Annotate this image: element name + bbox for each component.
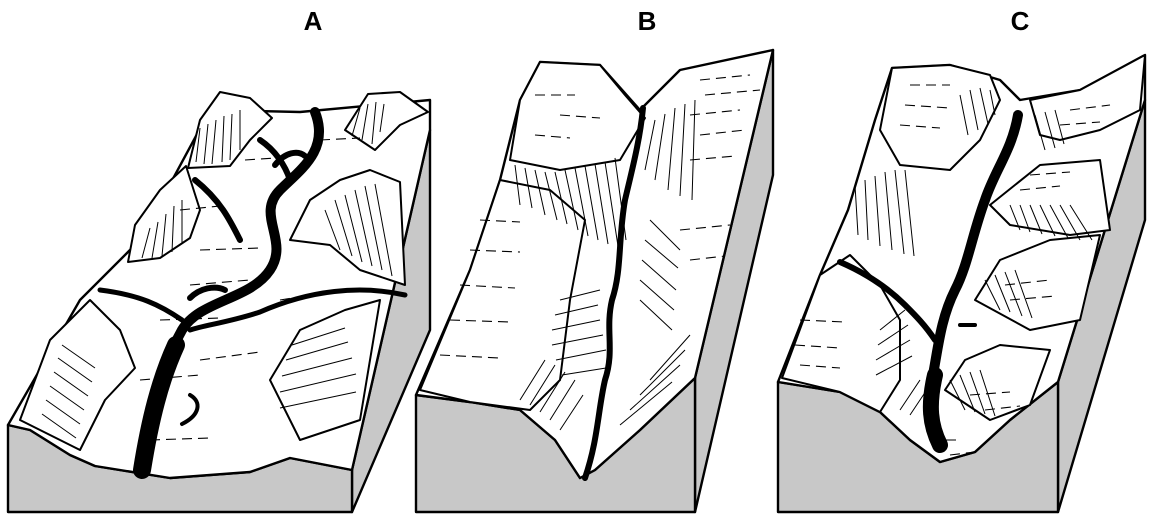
panel-b: B [416, 6, 773, 512]
panel-b-label: B [638, 6, 657, 36]
panel-b-west-slope [420, 180, 585, 410]
panel-c-main-river-lower [931, 375, 940, 445]
panel-a: A [8, 6, 430, 512]
panel-a-label: A [304, 6, 323, 36]
panel-c-label: C [1011, 6, 1030, 36]
panel-c: C [778, 6, 1145, 512]
